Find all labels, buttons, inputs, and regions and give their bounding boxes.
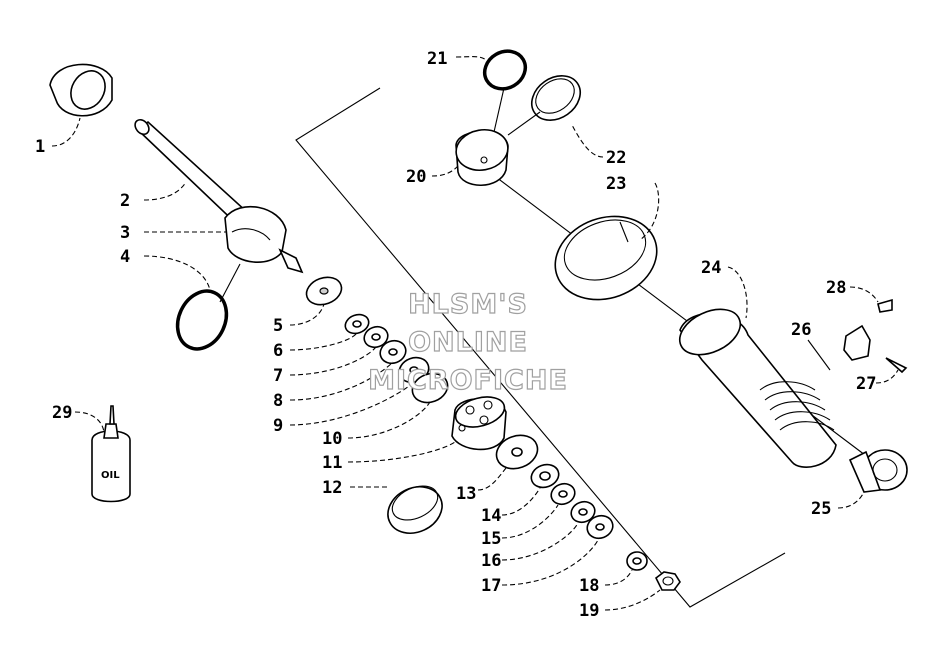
callout-21: 21 xyxy=(427,49,447,69)
callout-17: 17 xyxy=(481,576,501,596)
part-6-washer xyxy=(344,313,370,335)
callout-29: 29 xyxy=(52,403,72,423)
part-4-o-ring xyxy=(175,289,229,351)
part-15-washer xyxy=(550,482,576,506)
callout-13: 13 xyxy=(456,484,476,504)
callout-5: 5 xyxy=(273,316,283,336)
watermark: HLSM'S ONLINE MICROFICHE xyxy=(367,288,568,396)
part-23-spring-collar xyxy=(554,215,658,301)
leader-lines xyxy=(51,56,899,611)
part-21-o-ring xyxy=(482,49,528,91)
part-29-oil-bottle: OIL xyxy=(91,405,131,503)
part-18-washer xyxy=(626,551,648,571)
callout-1: 1 xyxy=(35,137,45,157)
callout-27: 27 xyxy=(856,374,876,394)
callout-9: 9 xyxy=(273,416,283,436)
callout-11: 11 xyxy=(322,453,342,473)
callout-2: 2 xyxy=(120,191,130,211)
part-3-rod-body xyxy=(224,205,304,274)
part-13-washer xyxy=(495,434,539,470)
part-12-band xyxy=(387,485,443,534)
part-24-shock-body xyxy=(678,308,837,468)
callout-28: 28 xyxy=(826,278,846,298)
callout-16: 16 xyxy=(481,551,501,571)
callout-23: 23 xyxy=(606,174,626,194)
callout-4: 4 xyxy=(120,247,130,267)
callout-7: 7 xyxy=(273,366,283,386)
part-27-pin xyxy=(885,357,908,374)
watermark-line-3: MICROFICHE xyxy=(368,365,568,396)
callout-10: 10 xyxy=(322,429,342,449)
callout-19: 19 xyxy=(579,601,599,621)
callout-25: 25 xyxy=(811,499,831,519)
part-26-valve xyxy=(807,324,871,371)
part-8-washer xyxy=(379,339,407,365)
callout-24: 24 xyxy=(701,258,721,278)
part-25-end-bushing xyxy=(848,449,908,493)
callout-20: 20 xyxy=(406,167,426,187)
part-22-ring xyxy=(531,75,581,121)
watermark-line-2: ONLINE xyxy=(408,327,528,358)
part-7-washer xyxy=(363,325,389,349)
part-5-washer xyxy=(305,276,343,306)
callout-labels: 1 2 3 4 5 6 7 8 9 10 11 12 13 14 15 16 1… xyxy=(35,49,876,621)
part-10-washer xyxy=(411,372,449,404)
part-20-seal-carrier xyxy=(455,128,509,186)
part-11-piston xyxy=(451,396,507,451)
connection-lines xyxy=(219,87,541,303)
part-19-nut xyxy=(654,571,681,591)
callout-6: 6 xyxy=(273,341,283,361)
callout-3: 3 xyxy=(120,223,130,243)
callout-12: 12 xyxy=(322,478,342,498)
callout-8: 8 xyxy=(273,391,283,411)
callout-18: 18 xyxy=(579,576,599,596)
callout-26: 26 xyxy=(791,320,811,340)
part-14-washer xyxy=(530,463,560,489)
callout-22: 22 xyxy=(606,148,626,168)
part-17-washer xyxy=(586,514,614,540)
callout-15: 15 xyxy=(481,529,501,549)
part-28-screw xyxy=(877,298,893,313)
watermark-line-1: HLSM'S xyxy=(408,289,528,320)
part-16-washer xyxy=(570,500,596,524)
oil-label: OIL xyxy=(101,470,120,481)
callout-14: 14 xyxy=(481,506,501,526)
part-1-rod-eyelet xyxy=(49,63,113,117)
assembly-bracket xyxy=(295,87,786,608)
